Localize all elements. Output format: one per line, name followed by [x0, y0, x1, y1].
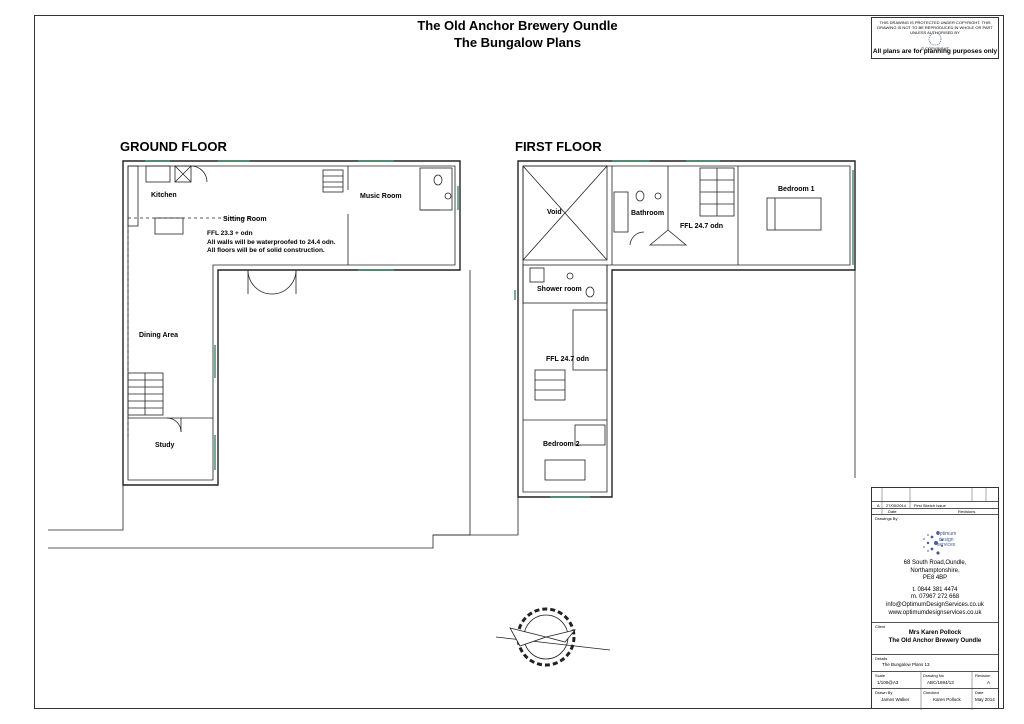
- checked-value: Karen Pollock: [933, 697, 961, 702]
- company-address: 68 South Road,Oundle, Northamptonshire, …: [872, 560, 998, 617]
- first-floor-heading: FIRST FLOOR: [515, 139, 602, 154]
- email[interactable]: info@OptimumDesignServices.co.uk: [886, 601, 984, 608]
- room-study: Study: [155, 442, 175, 449]
- note-floors: All floors will be of solid construction…: [207, 247, 325, 254]
- address-2: Northamptonshire,: [910, 567, 960, 574]
- title-line-1: The Old Anchor Brewery Oundle: [417, 18, 618, 33]
- client-label: Client: [875, 624, 886, 629]
- checked-label: Checked: [923, 690, 939, 695]
- mobile: m. 07967 272 668: [910, 594, 960, 601]
- drawn-by-value: James Walker: [881, 697, 910, 702]
- ffl-lower: FFL 24.7 odn: [546, 356, 590, 363]
- room-bedroom-2: Bedroom 2: [543, 441, 580, 448]
- scale-value: 1/100@A3: [877, 680, 899, 685]
- logo-text-2: design: [938, 536, 954, 543]
- rev-desc: First Sketch Issue: [914, 503, 946, 508]
- ground-floor-windows: [145, 160, 459, 470]
- logo-text-1: Optimum: [936, 531, 957, 537]
- client-info: Mrs Karen Pollock The Old Anchor Brewery…: [872, 629, 998, 645]
- revision-label: Revision: [975, 673, 991, 678]
- note-waterproof: All walls will be waterproofed to 24.4 o…: [207, 238, 336, 246]
- copyright-notice: THIS DRAWING IS PROTECTED UNDER COPYRIGH…: [877, 20, 993, 35]
- client-project: The Old Anchor Brewery Oundle: [888, 638, 982, 644]
- revision-value: A: [987, 680, 991, 685]
- room-dining-area: Dining Area: [139, 332, 179, 339]
- note-ffl-ground: FFL 23.3 + odn: [207, 230, 253, 237]
- address-3: PE8 4BP: [922, 575, 948, 582]
- room-bathroom: Bathroom: [631, 210, 665, 217]
- drawn-by-label: Drawn By: [875, 690, 893, 695]
- planning-note: All plans are for planning purposes only: [872, 48, 998, 55]
- copyright-logo-icon: [928, 32, 942, 46]
- logo-text: Optimum design services: [936, 531, 957, 549]
- room-sitting-room: Sitting Room: [223, 216, 267, 223]
- date-value: May 2014: [975, 697, 995, 702]
- logo-text-3: services: [936, 542, 956, 548]
- drawing-title: The Old Anchor Brewery Oundle The Bungal…: [380, 17, 655, 51]
- date-label: Date: [975, 690, 984, 695]
- website[interactable]: www.optimumdesignservices.co.uk: [888, 609, 982, 616]
- room-shower-room: Shower room: [537, 286, 582, 293]
- first-floor-plan: [433, 160, 856, 536]
- ground-floor-notes: FFL 23.3 + odn All walls will be waterpr…: [207, 230, 336, 256]
- drawing-no-label: Drawing No: [923, 673, 944, 678]
- copyright-label: © COPYRIGHT: [921, 46, 949, 51]
- room-music-room: Music Room: [360, 193, 402, 200]
- sheet-border: [34, 15, 1004, 709]
- title-block: A 27/05/2014 First Sketch Issue Date Rev…: [871, 487, 999, 710]
- room-kitchen: Kitchen: [151, 192, 177, 199]
- drawing-no-value: ABC/1894/13: [927, 680, 954, 685]
- ffl-upper: FFL 24.7 odn: [680, 223, 724, 230]
- room-void: Void: [547, 209, 562, 216]
- col-date: Date: [888, 509, 897, 514]
- rev-letter: A: [877, 503, 880, 508]
- phone: t. 0844 381 4474: [912, 586, 958, 593]
- room-bedroom-1: Bedroom 1: [778, 186, 815, 193]
- copyright-box: THIS DRAWING IS PROTECTED UNDER COPYRIGH…: [871, 17, 999, 59]
- title-line-2: The Bungalow Plans: [453, 35, 582, 50]
- rev-date: 27/05/2014: [886, 503, 907, 508]
- details-value: The Bungalow Plans 13: [882, 662, 930, 667]
- ground-floor-heading: GROUND FLOOR: [120, 139, 227, 154]
- client-name: Mrs Karen Pollock: [908, 630, 962, 636]
- title-block-grid: [881, 488, 987, 710]
- details-label: Details: [875, 656, 888, 661]
- first-floor-windows: [514, 160, 854, 498]
- scale-label: Scale: [875, 673, 886, 678]
- drawings-by-label: Drawings By: [875, 516, 898, 521]
- col-revisions: Revisions: [958, 509, 976, 514]
- address-1: 68 South Road,Oundle,: [903, 560, 967, 566]
- north-point-icon: [495, 607, 611, 667]
- company-logo-icon: [923, 531, 943, 555]
